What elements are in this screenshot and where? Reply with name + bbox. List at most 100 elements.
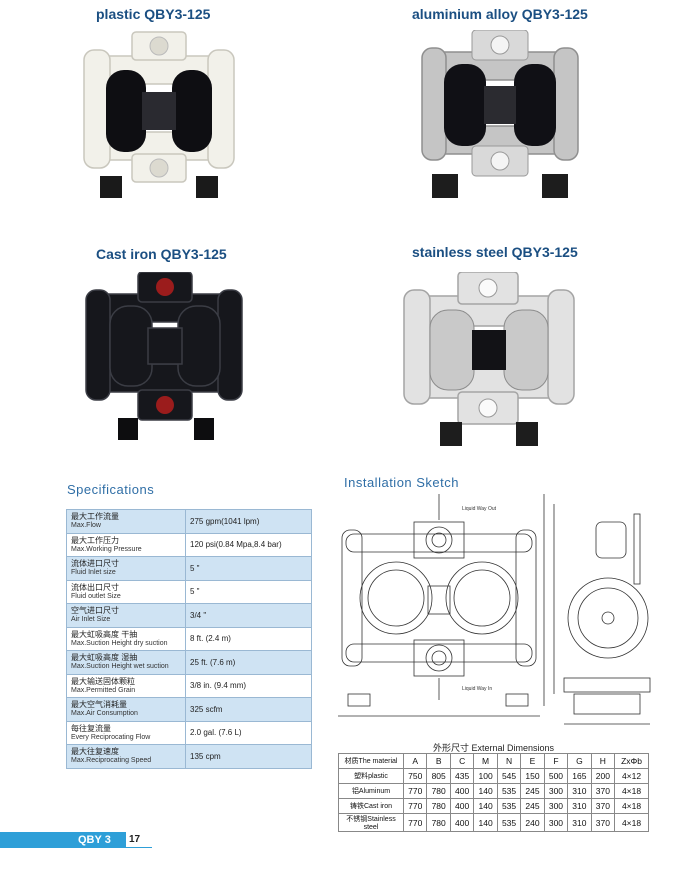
dimensions-cell: 245 <box>520 783 545 799</box>
dimensions-cell: 150 <box>520 768 545 784</box>
dimensions-cell: 4×18 <box>614 813 649 832</box>
spec-value: 3/8 in. (9.4 mm) <box>185 673 312 698</box>
pump-image-stainless <box>403 272 575 446</box>
dimensions-header-cell: C <box>449 753 475 769</box>
dimensions-cell: 400 <box>449 813 475 832</box>
dimensions-cell: 535 <box>496 813 522 832</box>
dimensions-cell: 300 <box>543 783 569 799</box>
installation-sketch-drawing: Liquid Way Out Liquid Way In <box>338 494 651 725</box>
specifications-title: Specifications <box>67 482 155 497</box>
dimensions-caption: 外形尺寸 External Dimensions <box>432 743 555 753</box>
spec-label-en: Max.Suction Height wet suction <box>71 663 169 671</box>
dimensions-header-cell: E <box>520 753 545 769</box>
pump-image-plastic <box>83 31 235 198</box>
spec-label-cn: 最大虹吸高度 干抽 <box>71 629 138 639</box>
dimensions-header-cell: M <box>473 753 498 769</box>
spec-label-cn: 空气进口尺寸 <box>71 606 119 616</box>
dimensions-cell: 4×18 <box>614 783 649 799</box>
spec-label-en: Fluid outlet Size <box>71 592 121 600</box>
spec-label-cn: 最大工作压力 <box>71 535 119 545</box>
dimensions-cell: 400 <box>449 798 475 814</box>
page-number: 17 <box>129 834 141 845</box>
dimensions-cell: 165 <box>567 768 592 784</box>
dimensions-cell: 310 <box>567 783 592 799</box>
dimensions-header-cell: B <box>426 753 451 769</box>
product-title-stainless: stainless steel QBY3-125 <box>412 244 578 260</box>
dimensions-material: 铸铁Cast iron <box>338 798 404 814</box>
product-title-aluminium: aluminium alloy QBY3-125 <box>412 6 588 22</box>
spec-label-cn: 最大虹吸高度 湿抽 <box>71 653 138 663</box>
dimensions-material: 不锈钢Stainless steel <box>338 813 404 832</box>
dimensions-cell: 310 <box>567 798 592 814</box>
dimensions-cell: 780 <box>426 813 451 832</box>
dimensions-cell: 780 <box>426 798 451 814</box>
dimensions-header-cell: H <box>590 753 616 769</box>
dimensions-cell: 770 <box>402 798 428 814</box>
spec-value: 3/4 " <box>185 603 312 628</box>
dimensions-material: 塑料plastic <box>338 768 404 784</box>
spec-value: 325 scfm <box>185 697 312 722</box>
spec-label-cn: 流体出口尺寸 <box>71 582 119 592</box>
spec-label-en: Air Inlet Size <box>71 616 111 624</box>
spec-label-cn: 最大空气消耗量 <box>71 700 127 710</box>
spec-label-en: Max.Suction Height dry suction <box>71 639 168 647</box>
dimensions-cell: 535 <box>496 783 522 799</box>
dimensions-header-cell: ZxΦb <box>614 753 649 769</box>
dimensions-cell: 780 <box>426 783 451 799</box>
dimensions-cell: 500 <box>543 768 569 784</box>
dimensions-cell: 370 <box>590 798 616 814</box>
installation-sketch-title: Installation Sketch <box>344 475 460 490</box>
spec-label-cn: 最大输送固体颗粒 <box>71 676 135 686</box>
spec-label-cn: 每往复流量 <box>71 723 111 733</box>
dimensions-cell: 245 <box>520 798 545 814</box>
spec-value: 8 ft. (2.4 m) <box>185 626 312 651</box>
spec-label-en: Max.Flow <box>71 522 101 530</box>
dimensions-cell: 4×12 <box>614 768 649 784</box>
spec-label-en: Max.Permitted Grain <box>71 686 136 694</box>
dimensions-cell: 805 <box>426 768 451 784</box>
spec-label-en: Max.Working Pressure <box>71 545 142 553</box>
dimensions-cell: 435 <box>449 768 475 784</box>
dimensions-cell: 140 <box>473 813 498 832</box>
dimensions-cell: 200 <box>590 768 616 784</box>
dimensions-header-cell: A <box>402 753 428 769</box>
spec-label-en: Every Reciprocating Flow <box>71 733 151 741</box>
spec-label-en: Max.Air Consumption <box>71 710 138 718</box>
dimensions-header-cell: F <box>543 753 569 769</box>
dimensions-cell: 770 <box>402 783 428 799</box>
spec-value: 5 " <box>185 556 312 581</box>
dimensions-header-cell: 材质The material <box>338 753 404 769</box>
spec-label-en: Max.Reciprocating Speed <box>71 757 152 765</box>
spec-value: 120 psi(0.84 Mpa,8.4 bar) <box>185 532 312 557</box>
dimensions-cell: 4×18 <box>614 798 649 814</box>
spec-label-cn: 最大工作流量 <box>71 512 119 522</box>
product-title-plastic: plastic QBY3-125 <box>96 6 211 22</box>
dimensions-header-cell: G <box>567 753 592 769</box>
dimensions-cell: 300 <box>543 798 569 814</box>
dimensions-cell: 370 <box>590 783 616 799</box>
dimensions-cell: 370 <box>590 813 616 832</box>
sketch-label-inlet: Liquid Way In <box>462 686 492 692</box>
dimensions-header-cell: N <box>496 753 522 769</box>
